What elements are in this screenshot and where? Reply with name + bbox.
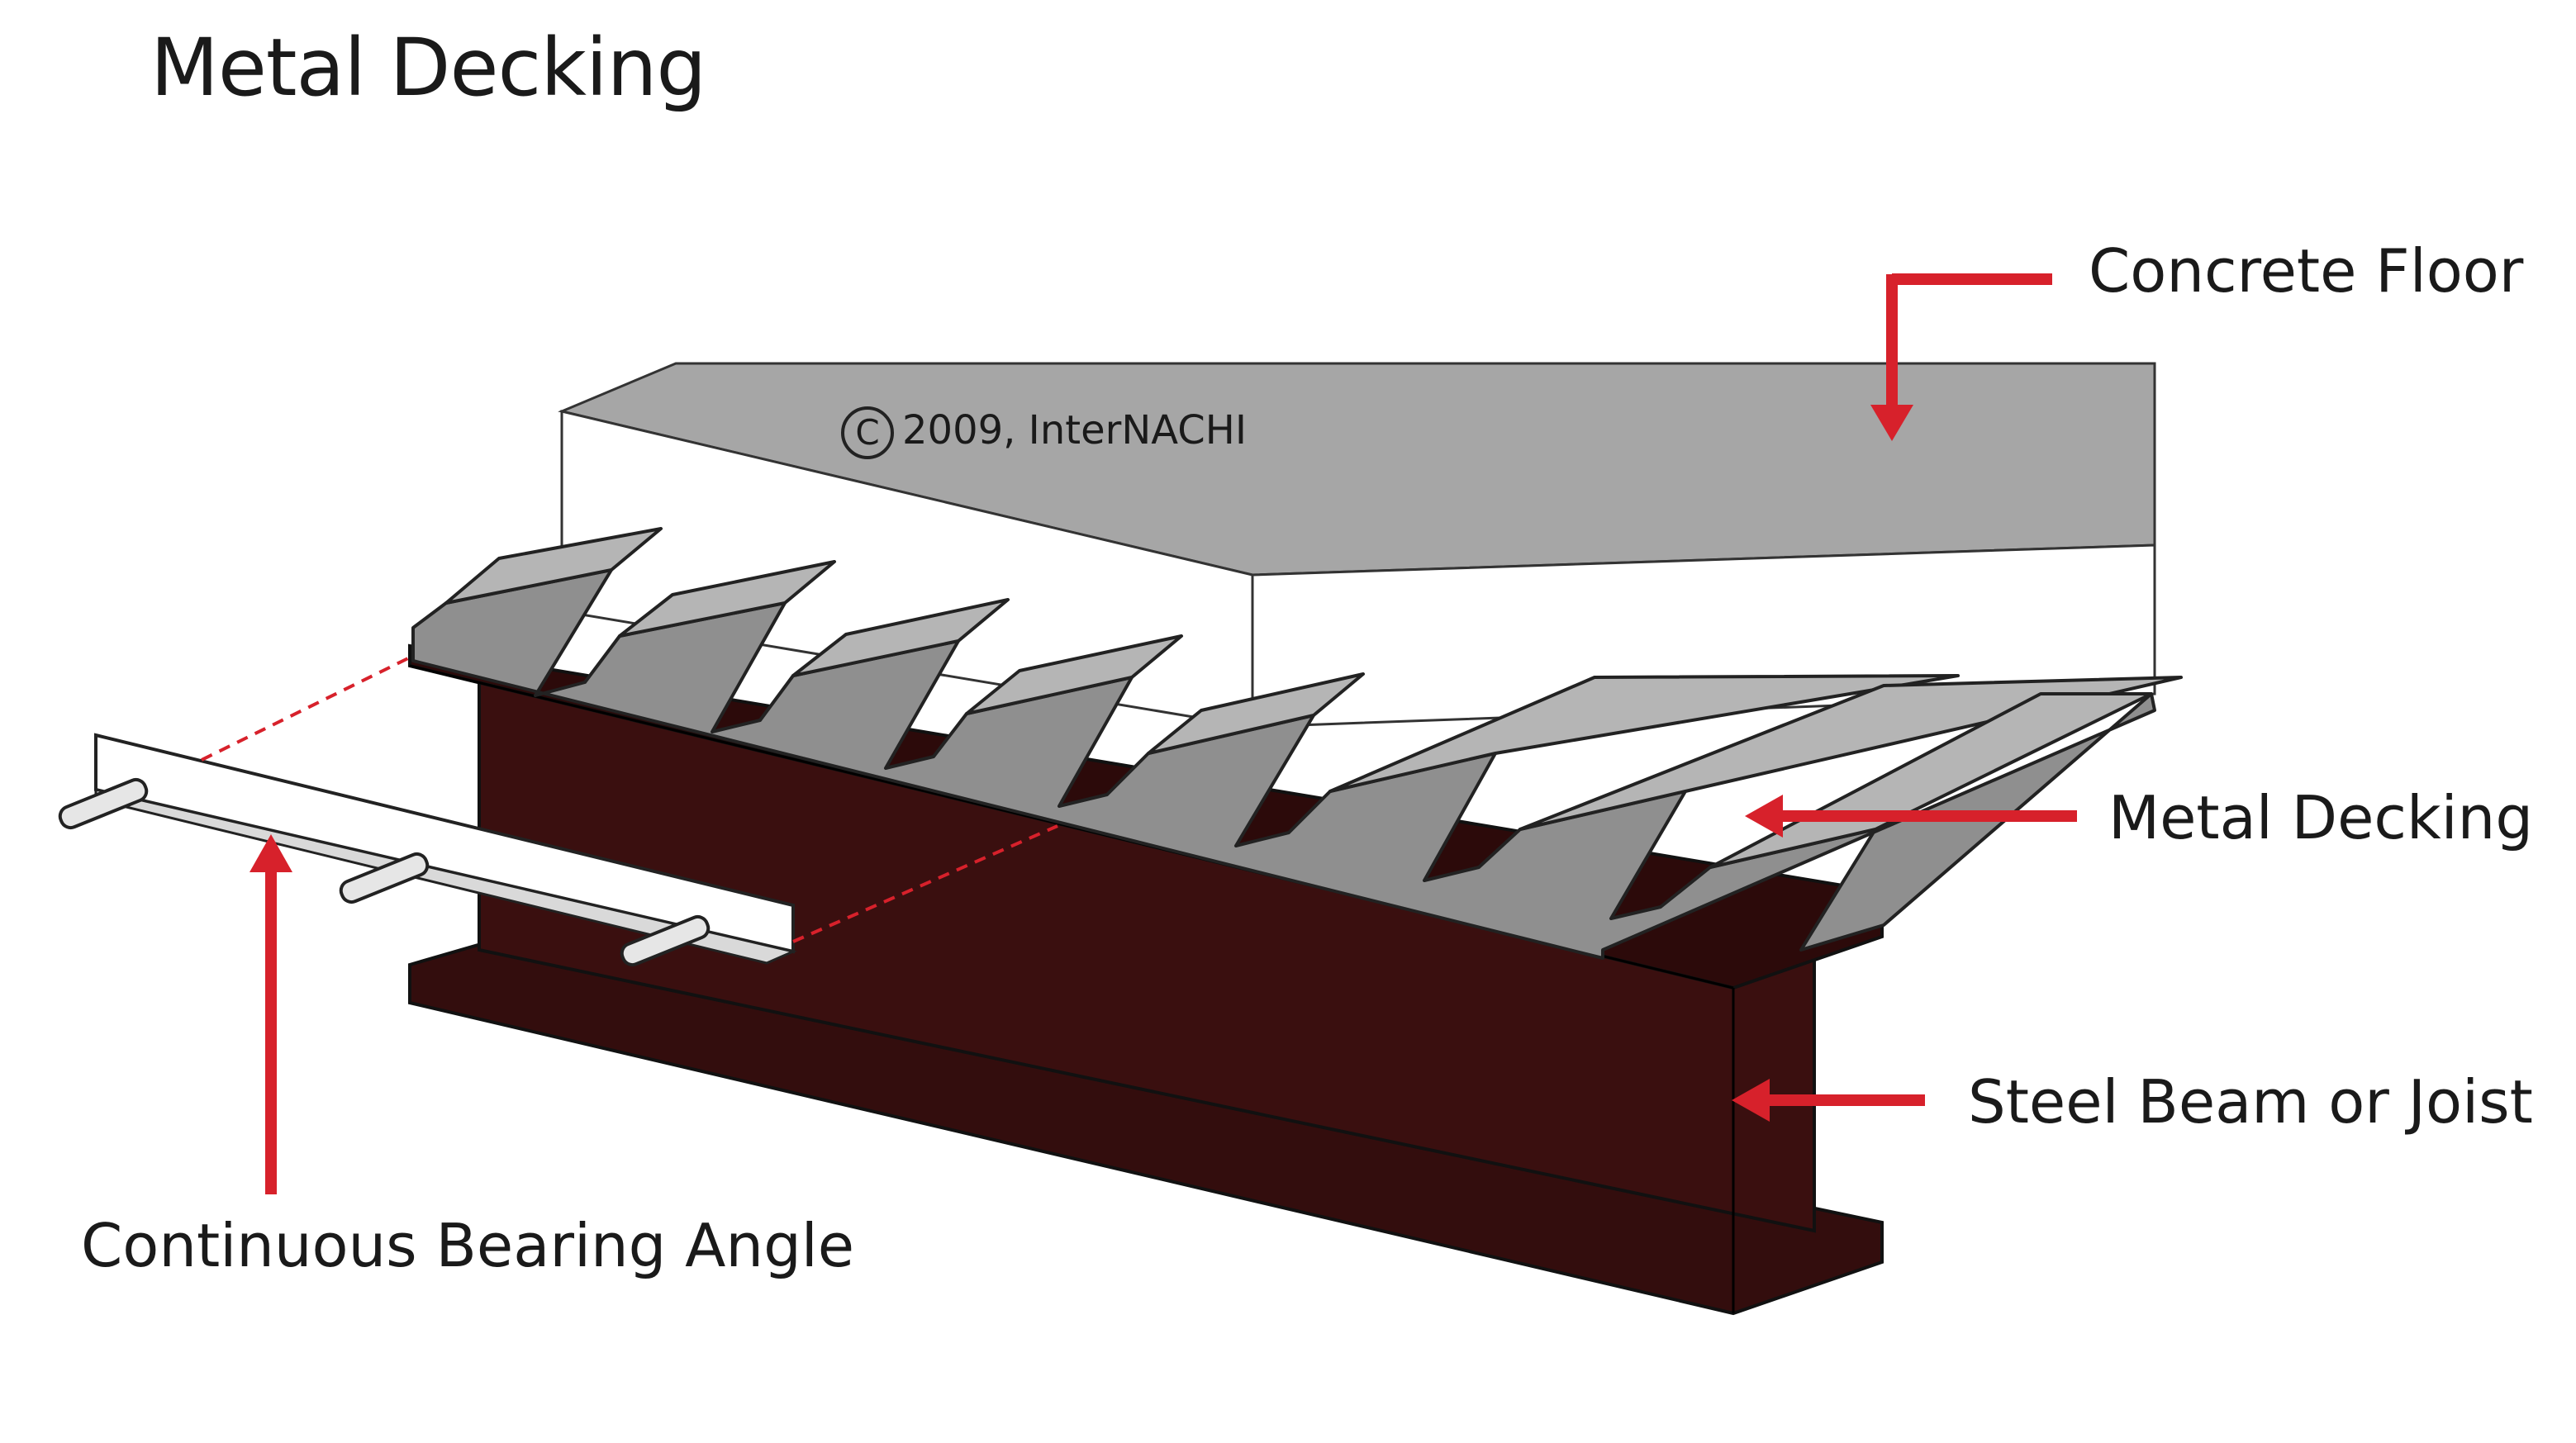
callout-arrows bbox=[250, 273, 2077, 1194]
label-concrete-floor: Concrete Floor bbox=[2089, 236, 2524, 306]
concrete-floor bbox=[558, 362, 2156, 729]
copyright-icon: C bbox=[841, 406, 894, 459]
deck-profile bbox=[411, 568, 2156, 960]
page-title: Metal Decking bbox=[150, 21, 706, 114]
metal-decking bbox=[411, 527, 2183, 960]
label-steel-beam: Steel Beam or Joist bbox=[1968, 1067, 2533, 1137]
arrow-steel-beam bbox=[1732, 1079, 1925, 1122]
arrow-bearing-angle bbox=[250, 834, 292, 1194]
label-bearing-angle: Continuous Bearing Angle bbox=[81, 1211, 855, 1280]
arrow-metal-decking bbox=[1745, 795, 2077, 838]
arrow-concrete-floor bbox=[1870, 273, 2052, 441]
copyright-text: 2009, InterNACHI bbox=[902, 407, 1247, 453]
shear-studs bbox=[58, 777, 711, 967]
bearing-angle bbox=[58, 656, 1058, 967]
label-metal-decking: Metal Decking bbox=[2108, 783, 2534, 852]
